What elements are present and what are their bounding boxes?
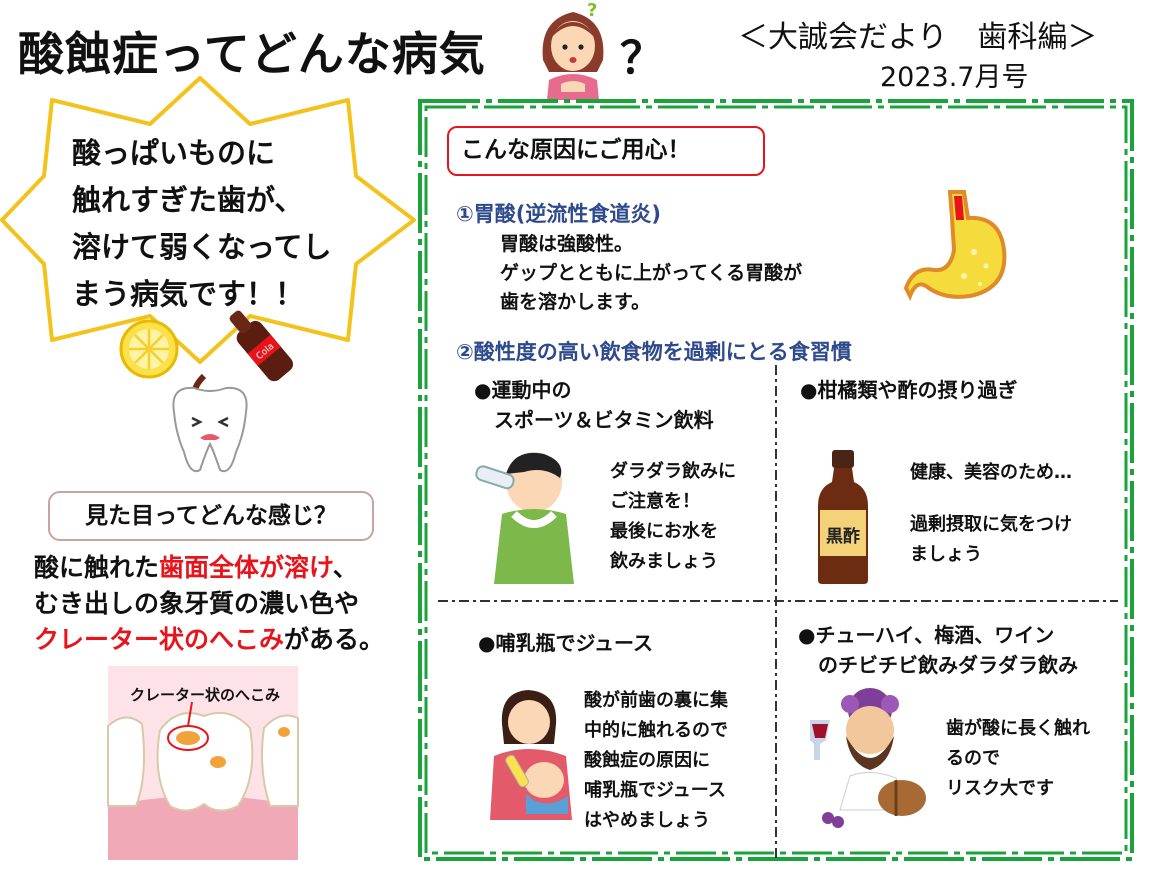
lemon-icon [119,319,179,379]
sports-drink-title: ●運動中の スポーツ＆ビタミン飲料 [474,375,714,435]
crater-label: クレーター状のへこみ [130,686,281,704]
cell-body-line: るので [946,748,1000,769]
starburst-callout [0,76,416,364]
intro-line: まう病気です！！ [72,277,305,311]
crying-tooth-icon [172,373,248,473]
vinegar-label: 黒酢 [826,526,860,547]
cell-title-line: スポーツ＆ビタミン飲料 [474,408,714,432]
baby-bottle-title: ●哺乳瓶でジュース [478,631,654,655]
looks-text: むき出しの象牙質の濃い色や [34,589,360,618]
cell-title-line: ●チューハイ、梅酒、ワイン [798,623,1055,647]
black-vinegar-bottle-icon: 黒酢 [818,450,868,584]
intro-text: 酸っぱいものに 触れすぎた歯が、 溶けて弱くなってし まう病気です！！ [72,130,392,318]
bacchus-wine-icon [810,688,926,828]
looks-text: 酸に触れた [34,553,160,582]
cause2-title: ②酸性度の高い飲食物を過剰にとる食習慣 [456,340,852,364]
cell-body-line: 酸が前歯の裏に集 [584,690,728,711]
cause1-line: 歯を溶かします。 [500,291,651,313]
alcohol-title: ●チューハイ、梅酒、ワイン のチビチビ飲みダラダラ飲み [798,620,1078,680]
cell-body-line: ましょう [910,544,982,565]
boy-drinking-icon [475,452,574,584]
crater-teeth-illustration [107,666,299,860]
causes-heading: こんな原因にご用心！ [447,126,765,176]
baby-bottle-body: 酸が前歯の裏に集 中的に触れるので 酸蝕症の原因に 哺乳瓶でジュース はやめまし… [584,686,728,836]
cola-bottle-icon: Cola [229,310,293,382]
cell-body-line: はやめましょう [584,810,710,831]
cell-title-line: ●運動中の [474,378,572,402]
looks-text: がある。 [284,625,385,654]
looks-question-box: 見た目ってどんな感じ？ [48,491,374,541]
cell-body-line: 中的に触れるので [584,720,728,741]
cell-body-line: リスク大です [946,778,1054,799]
intro-line: 酸っぱいものに [72,136,276,170]
cell-title-line: のチビチビ飲みダラダラ飲み [798,653,1078,677]
title-question-mark: ？ [620,33,664,84]
looks-highlight: 歯面全体が溶け [159,553,333,582]
intro-line: 溶けて弱くなってし [72,230,332,264]
page-title: 酸蝕症ってどんな病気 [18,27,486,81]
cell-body-line: ご注意を！ [610,491,700,512]
cell-body-line: 健康、美容のため… [910,462,1072,483]
causes-panel-frame [418,99,1134,861]
cause1-body: 胃酸は強酸性。 ゲップとともに上がってくる胃酸が 歯を溶かします。 [500,230,802,317]
issue-date: 2023.7月号 [880,62,1029,93]
newsletter-name: ＜大誠会だより 歯科編＞ [738,20,1098,55]
cell-body-line: 歯が酸に長く触れ [946,718,1090,739]
stomach-icon [903,190,1007,301]
cell-body-line: 酸蝕症の原因に [584,750,710,771]
sports-drink-body: ダラダラ飲みに ご注意を！ 最後にお水を 飲みましょう [610,457,736,577]
cause1-line: ゲップとともに上がってくる胃酸が [500,262,803,284]
cell-body-line: 過剰摂取に気をつけ [910,514,1072,535]
cell-body-line: 最後にお水を [610,521,718,542]
intro-line: 触れすぎた歯が、 [72,183,304,217]
cell-body-line: 飲みましょう [610,551,718,572]
alcohol-body: 歯が酸に長く触れ るので リスク大です [946,714,1090,804]
cause1-line: 胃酸は強酸性。 [500,233,634,255]
cell-body-line: ダラダラ飲みに [610,461,736,482]
looks-text: 、 [332,553,358,582]
cell-body-line [910,488,1072,510]
svg-text:?: ? [587,0,597,21]
citrus-vinegar-body: 健康、美容のため… 過剰摂取に気をつけ ましょう [910,458,1072,570]
looks-highlight: クレーター状のへこみ [34,625,285,654]
looks-description: 酸に触れた歯面全体が溶け、 むき出しの象牙質の濃い色や クレーター状のへこみがあ… [34,550,404,658]
citrus-vinegar-title: ●柑橘類や酢の摂り過ぎ [800,378,1018,402]
cause1-title: ①胃酸(逆流性食道炎) [456,202,661,226]
thinking-woman-icon: ? [542,0,604,100]
cell-body-line: 哺乳瓶でジュース [584,780,726,801]
mother-baby-icon [490,690,572,820]
